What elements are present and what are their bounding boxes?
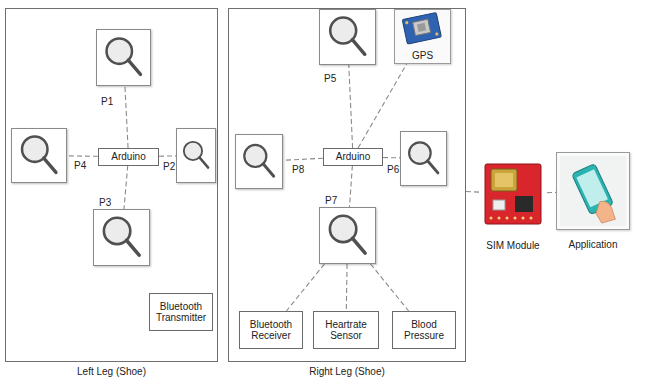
- bluetooth-module: Bluetooth Transmitter: [149, 293, 213, 331]
- callout-label: P1: [100, 96, 114, 108]
- callout-label: P3: [98, 197, 112, 209]
- box-label: Bluetooth Receiver: [243, 319, 299, 342]
- component-label: GPS: [395, 50, 450, 62]
- dashed-connector: [346, 264, 348, 311]
- panel-heading: Left Leg (Shoe): [0, 366, 237, 378]
- callout-label: P6: [386, 164, 400, 176]
- dashed-connector: [283, 158, 323, 160]
- pressure-sensor: P6: [400, 131, 447, 186]
- sim-module: SIM Module: [479, 156, 547, 232]
- arduino-board: Arduino: [98, 148, 159, 166]
- dashed-connector: [349, 166, 352, 208]
- box-label: Bluetooth Transmitter: [153, 301, 209, 324]
- pressure-sensor: P7: [319, 207, 376, 264]
- dashed-connector: [383, 157, 400, 159]
- callout-label: P2: [162, 161, 176, 173]
- dashed-connector: [159, 155, 176, 156]
- callout-label: P7: [324, 195, 338, 207]
- pressure-sensor: P4: [11, 128, 67, 183]
- dashed-connector: [349, 65, 353, 148]
- shoe-panel: Left Leg (Shoe)P1ArduinoP4P2P3Bluetooth …: [5, 8, 218, 362]
- dashed-connector: [125, 86, 128, 148]
- box-label: Heartrate Sensor: [317, 319, 375, 342]
- callout-label: P4: [73, 160, 87, 172]
- pressure-sensor: P5: [319, 9, 376, 65]
- dashed-connector: [466, 191, 479, 193]
- callout-label: P8: [291, 164, 305, 176]
- box-label: Arduino: [111, 151, 145, 163]
- shoe-panel: Right Leg (Shoe)P5GPSArduinoP8P6P7Blueto…: [228, 8, 466, 362]
- box-label: Blood Pressure: [396, 319, 452, 342]
- dashed-connector: [286, 264, 324, 311]
- bluetooth-module: Bluetooth Receiver: [239, 311, 303, 349]
- gps-module: GPS: [394, 9, 451, 64]
- pressure-sensor: P8: [235, 134, 283, 189]
- dashed-connector: [371, 264, 409, 311]
- callout-label: P5: [323, 73, 337, 85]
- pressure-sensor: P3: [93, 209, 150, 266]
- component-label: Application: [537, 239, 649, 251]
- dashed-connector: [124, 166, 128, 210]
- pressure-sensor: P2: [176, 128, 216, 183]
- mobile-application: Application: [556, 152, 630, 230]
- component-label: SIM Module: [459, 240, 567, 252]
- dashed-connector: [67, 155, 98, 157]
- heartrate-sensor: Heartrate Sensor: [313, 311, 379, 349]
- dashed-connector: [547, 192, 556, 193]
- blood-pressure-sensor: Blood Pressure: [392, 311, 456, 349]
- panel-heading: Right Leg (Shoe): [209, 366, 485, 378]
- arduino-board: Arduino: [323, 148, 383, 166]
- pressure-sensor: P1: [96, 29, 151, 86]
- box-label: Arduino: [336, 151, 370, 163]
